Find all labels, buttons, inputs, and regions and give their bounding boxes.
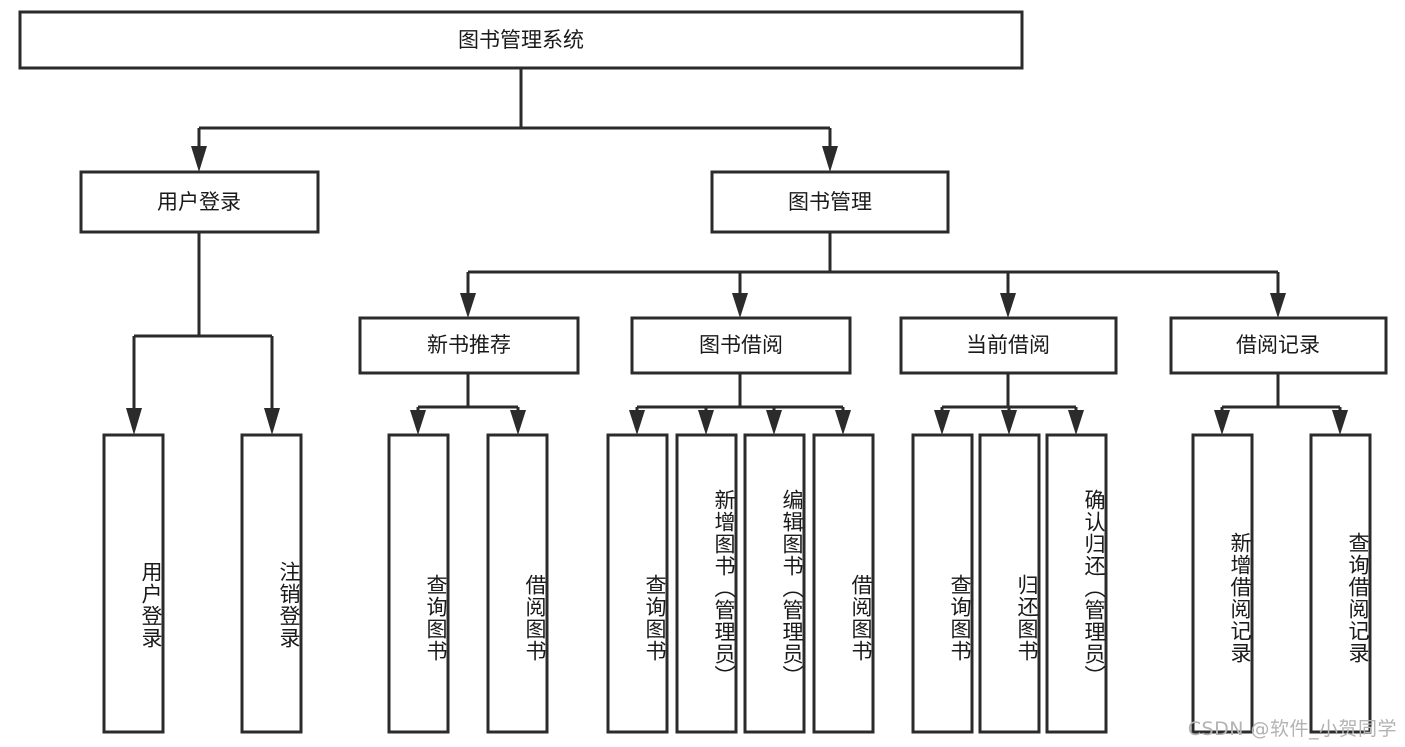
node-label-borrow-record: 借阅记录 bbox=[1236, 333, 1320, 357]
arrowhead-leaf-current-borrow-2 bbox=[1001, 410, 1017, 435]
node-box-leaf-book-borrow-1[interactable] bbox=[606, 433, 669, 734]
arrowhead-user-login bbox=[191, 146, 207, 172]
node-box-leaf-borrow-record-1[interactable] bbox=[1191, 433, 1254, 734]
arrowhead-leaf-book-borrow-1 bbox=[629, 410, 645, 435]
arrowhead-leaf-current-borrow-3 bbox=[1068, 410, 1084, 435]
connector-group-book-borrow bbox=[629, 373, 851, 435]
node-box-book-mgmt[interactable] bbox=[710, 170, 950, 234]
arrowhead-leaf-new-book-2 bbox=[510, 410, 526, 435]
arrowhead-book-borrow bbox=[732, 293, 748, 318]
node-box-leaf-new-book-2[interactable] bbox=[486, 433, 549, 734]
node-box-book-borrow[interactable] bbox=[630, 316, 852, 375]
node-box-leaf-current-borrow-1[interactable] bbox=[911, 433, 974, 734]
node-box-leaf-current-borrow-3[interactable] bbox=[1045, 433, 1108, 734]
arrowhead-leaf-book-borrow-2 bbox=[698, 410, 714, 435]
arrowhead-leaf-borrow-record-1 bbox=[1214, 410, 1230, 435]
connector-group-user-login bbox=[126, 232, 280, 435]
connector-group-current-borrow bbox=[934, 373, 1084, 435]
connector-group-root bbox=[191, 68, 838, 172]
node-box-new-book[interactable] bbox=[358, 316, 580, 375]
node-label-new-book: 新书推荐 bbox=[427, 333, 511, 357]
connector-group-new-book bbox=[410, 373, 526, 435]
arrowhead-book-mgmt bbox=[822, 146, 838, 172]
node-box-leaf-user-login-1[interactable] bbox=[102, 433, 165, 734]
node-box-leaf-borrow-record-2[interactable] bbox=[1309, 433, 1372, 734]
arrowhead-current-borrow bbox=[1000, 293, 1016, 318]
node-box-leaf-book-borrow-2[interactable] bbox=[675, 433, 738, 734]
node-label-book-mgmt: 图书管理 bbox=[788, 190, 872, 214]
node-label-current-borrow: 当前借阅 bbox=[966, 333, 1050, 357]
arrowhead-leaf-new-book-1 bbox=[410, 410, 426, 435]
node-box-leaf-current-borrow-2[interactable] bbox=[978, 433, 1041, 734]
node-label-root: 图书管理系统 bbox=[458, 28, 584, 52]
node-label-user-login: 用户登录 bbox=[157, 190, 241, 214]
arrowhead-new-book bbox=[460, 293, 476, 318]
arrowhead-borrow-record bbox=[1270, 293, 1286, 318]
arrowhead-leaf-user-login-1 bbox=[126, 408, 142, 435]
watermark-label: CSDN @软件_小贺同学 bbox=[1187, 718, 1397, 740]
arrowhead-leaf-current-borrow-1 bbox=[934, 410, 950, 435]
node-box-user-login[interactable] bbox=[79, 170, 320, 234]
arrowhead-leaf-book-borrow-3 bbox=[766, 410, 782, 435]
node-label-book-borrow: 图书借阅 bbox=[699, 333, 783, 357]
node-box-leaf-book-borrow-3[interactable] bbox=[743, 433, 806, 734]
connector-group-borrow-record bbox=[1214, 373, 1348, 435]
node-box-leaf-new-book-1[interactable] bbox=[387, 433, 450, 734]
arrowhead-leaf-borrow-record-2 bbox=[1332, 410, 1348, 435]
node-box-leaf-book-borrow-4[interactable] bbox=[812, 433, 875, 734]
node-box-leaf-user-login-2[interactable] bbox=[240, 433, 303, 734]
node-box-root[interactable] bbox=[18, 10, 1024, 70]
arrowhead-leaf-book-borrow-4 bbox=[835, 410, 851, 435]
connector-group-book-mgmt bbox=[460, 232, 1286, 318]
node-box-current-borrow[interactable] bbox=[899, 316, 1118, 375]
arrowhead-leaf-user-login-2 bbox=[264, 408, 280, 435]
node-box-borrow-record[interactable] bbox=[1169, 316, 1388, 375]
